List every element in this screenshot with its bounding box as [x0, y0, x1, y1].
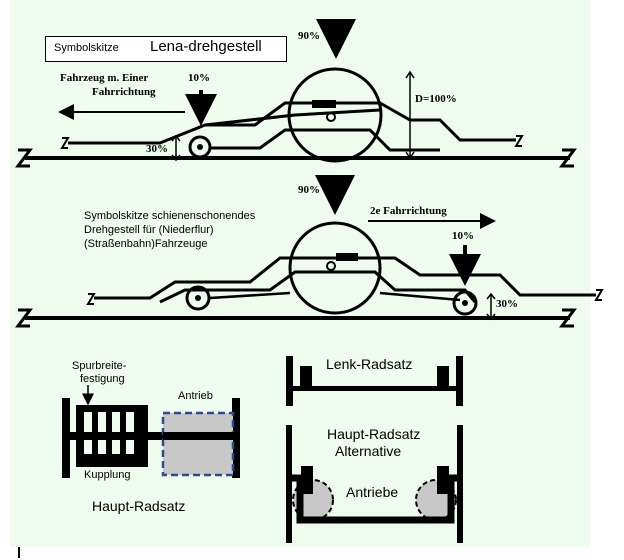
alt-label-2: Alternative [335, 443, 402, 459]
gauge-label-1: Spurbreite- [72, 360, 127, 372]
middle-bogie-sketch [15, 175, 604, 328]
mid-pivot-block [336, 253, 358, 261]
steer-wheelset-sketch [286, 356, 463, 406]
top-small-wheel-hub [197, 144, 203, 150]
alt-wheel-right [457, 425, 463, 543]
mid-pct-30: 30% [496, 298, 518, 310]
mid-frame-links [209, 291, 461, 302]
mid-pct-90: 90% [298, 184, 320, 196]
top-pct-30: 30% [146, 143, 168, 155]
top-frame-upper [68, 101, 516, 145]
main-wheelset-caption: Haupt-Radsatz [92, 498, 186, 514]
top-pivot-pin [326, 112, 336, 122]
main-drive-box [161, 411, 235, 477]
top-tail-left [60, 137, 70, 149]
mid-pivot-pin [326, 261, 336, 271]
mid-desc-2: Drehgestell für (Niederflur) [84, 224, 214, 236]
main-wheel-left [62, 398, 70, 478]
top-direction-label-1: Fahrzeug m. Einer [60, 72, 149, 84]
title-small: Symbolskitze [54, 42, 119, 54]
mid-pct-10: 10% [452, 230, 474, 242]
mid-desc-3: (Straßenbahn)Fahrzeuge [84, 238, 208, 250]
main-axle [62, 432, 238, 440]
top-pivot-block [312, 100, 336, 108]
top-pct-10: 10% [188, 72, 210, 84]
mid-rail-break-left [15, 308, 33, 328]
top-tail-right [514, 135, 524, 147]
top-pct-90: 90% [298, 30, 320, 42]
steer-axle [293, 386, 456, 391]
main-wheelset-sketch [62, 385, 240, 478]
top-small-wheel [188, 135, 212, 159]
mid-small-wheel-left [185, 285, 211, 311]
main-wheel-right [232, 398, 240, 478]
title-large: Lena-drehgestell [150, 38, 262, 55]
alt-wheel-left [286, 425, 292, 543]
drives-label: Antriebe [346, 484, 399, 500]
alt-wheelset-sketch [286, 425, 463, 543]
mid-tail-left [86, 293, 96, 305]
top-bogie-sketch [15, 19, 577, 168]
top-frame-arm [204, 108, 381, 127]
mid-frame-middle [159, 270, 477, 304]
top-rail-break-left [15, 148, 33, 168]
mid-direction-label: 2e Fahrrichtung [370, 205, 447, 217]
mid-frame-upper [94, 256, 596, 300]
steer-wheelset-label: Lenk-Radsatz [326, 356, 413, 372]
gauge-label-2: festigung [80, 373, 125, 385]
title-box [45, 36, 287, 62]
top-d-label: D=100% [415, 93, 457, 105]
alt-label-1: Haupt-Radsatz [327, 426, 421, 442]
mid-tail-right [594, 289, 604, 301]
steer-wheel-right [456, 356, 463, 406]
coupling-label: Kupplung [84, 469, 131, 481]
alt-crank-axle [292, 474, 457, 524]
mid-small-wheel-right [452, 290, 478, 316]
mid-large-wheel [288, 221, 382, 315]
top-large-wheel [287, 67, 383, 163]
steer-wheel-left [286, 356, 293, 406]
top-rail-break-right [559, 148, 577, 168]
drive-label: Antrieb [178, 390, 213, 402]
top-direction-label-2: Fahrrichtung [92, 86, 156, 98]
mid-desc-1: Symbolskitze schienenschonendes [84, 210, 256, 222]
top-frame-lower [210, 128, 440, 152]
mid-rail-break-right [559, 308, 577, 328]
